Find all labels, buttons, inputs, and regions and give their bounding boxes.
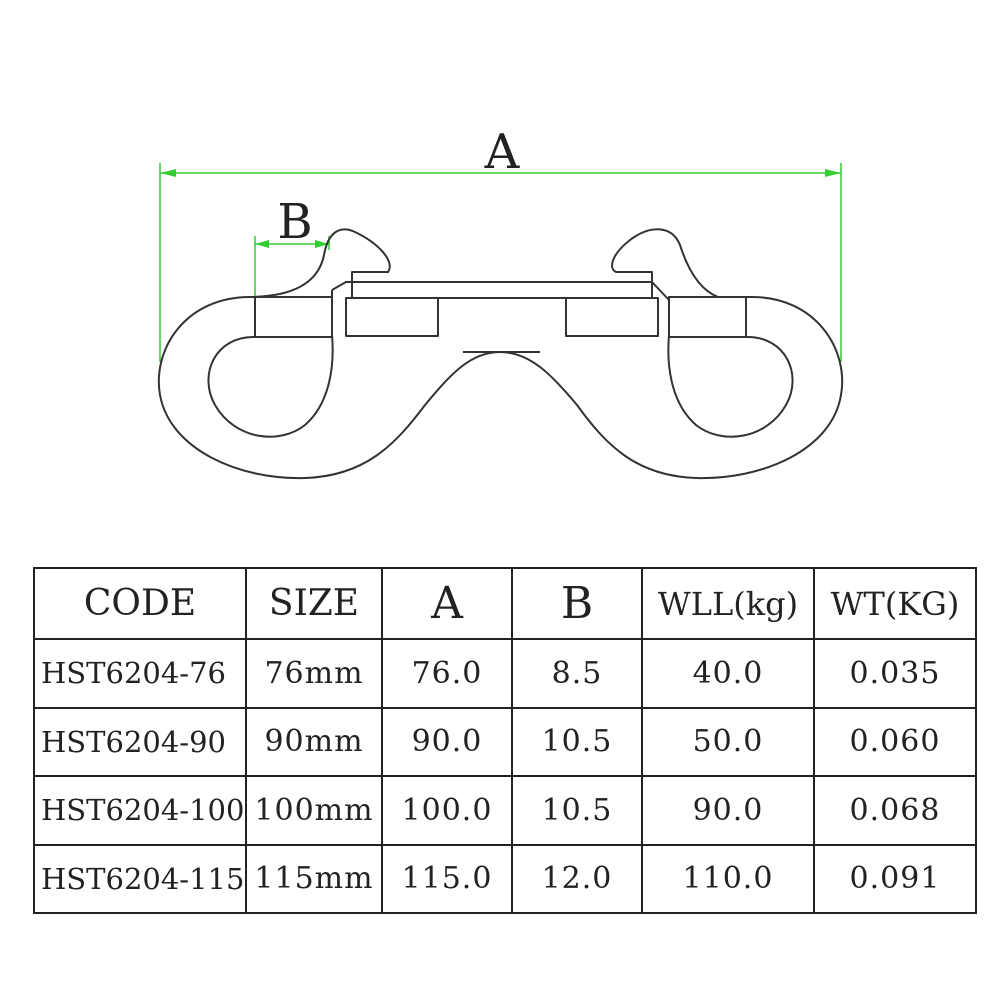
table-row: HST6204-115 115mm 115.0 12.0 110.0 0.091: [33, 843, 977, 914]
cell-wll: 110.0: [641, 843, 815, 914]
header-wll: WLL(kg): [641, 567, 815, 640]
cell-code: HST6204-115: [33, 843, 247, 914]
table-row: HST6204-100 100mm 100.0 10.5 90.0 0.068: [33, 775, 977, 846]
cell-wll: 50.0: [641, 706, 815, 777]
dimension-a-arrow-right: [825, 169, 841, 177]
header-wt: WT(KG): [813, 567, 977, 640]
cell-a: 100.0: [381, 775, 513, 846]
cell-wt: 0.068: [813, 775, 977, 846]
cell-code: HST6204-90: [33, 706, 247, 777]
cell-b: 8.5: [511, 638, 643, 709]
snap-hook-outline: [157, 228, 844, 480]
dimension-b-arrow-left: [255, 240, 269, 248]
dimension-a: [159, 163, 842, 362]
dimension-a-arrow-left: [160, 169, 176, 177]
cell-a: 115.0: [381, 843, 513, 914]
specification-table: CODE SIZE A B WLL(kg) WT(KG) HST6204-76 …: [33, 567, 977, 914]
hook-right-nose: [611, 228, 750, 301]
cell-size: 90mm: [245, 706, 383, 777]
cell-wll: 90.0: [641, 775, 815, 846]
header-b: B: [511, 567, 643, 640]
hook-spring-bar: [351, 281, 653, 299]
cell-a: 90.0: [381, 706, 513, 777]
cell-b: 10.5: [511, 706, 643, 777]
cell-wt: 0.091: [813, 843, 977, 914]
hook-left-latch: [345, 297, 439, 337]
table-row: HST6204-76 76mm 76.0 8.5 40.0 0.035: [33, 638, 977, 709]
hook-outer-contour: [157, 295, 844, 480]
cell-wll: 40.0: [641, 638, 815, 709]
hook-left-eye: [207, 290, 334, 438]
header-a: A: [381, 567, 513, 640]
cell-size: 115mm: [245, 843, 383, 914]
hook-left-gate: [254, 296, 333, 338]
hook-right-gate: [668, 296, 747, 338]
hook-right-latch: [565, 297, 659, 337]
hook-left-nose: [251, 228, 391, 298]
dimension-b-arrow-right: [315, 240, 329, 248]
cell-code: HST6204-100: [33, 775, 247, 846]
header-size: SIZE: [245, 567, 383, 640]
cell-wt: 0.035: [813, 638, 977, 709]
hook-right-eye: [667, 300, 794, 438]
cell-size: 76mm: [245, 638, 383, 709]
cell-code: HST6204-76: [33, 638, 247, 709]
header-code: CODE: [33, 567, 247, 640]
cell-size: 100mm: [245, 775, 383, 846]
table-row: HST6204-90 90mm 90.0 10.5 50.0 0.060: [33, 706, 977, 777]
table-header-row: CODE SIZE A B WLL(kg) WT(KG): [33, 567, 977, 640]
dimension-b-label: B: [277, 194, 312, 250]
snap-hook-diagram: A B: [157, 124, 844, 480]
cell-b: 10.5: [511, 775, 643, 846]
cell-b: 12.0: [511, 843, 643, 914]
cell-a: 76.0: [381, 638, 513, 709]
dimension-a-label: A: [484, 124, 521, 180]
cell-wt: 0.060: [813, 706, 977, 777]
dimension-b: [254, 236, 330, 300]
